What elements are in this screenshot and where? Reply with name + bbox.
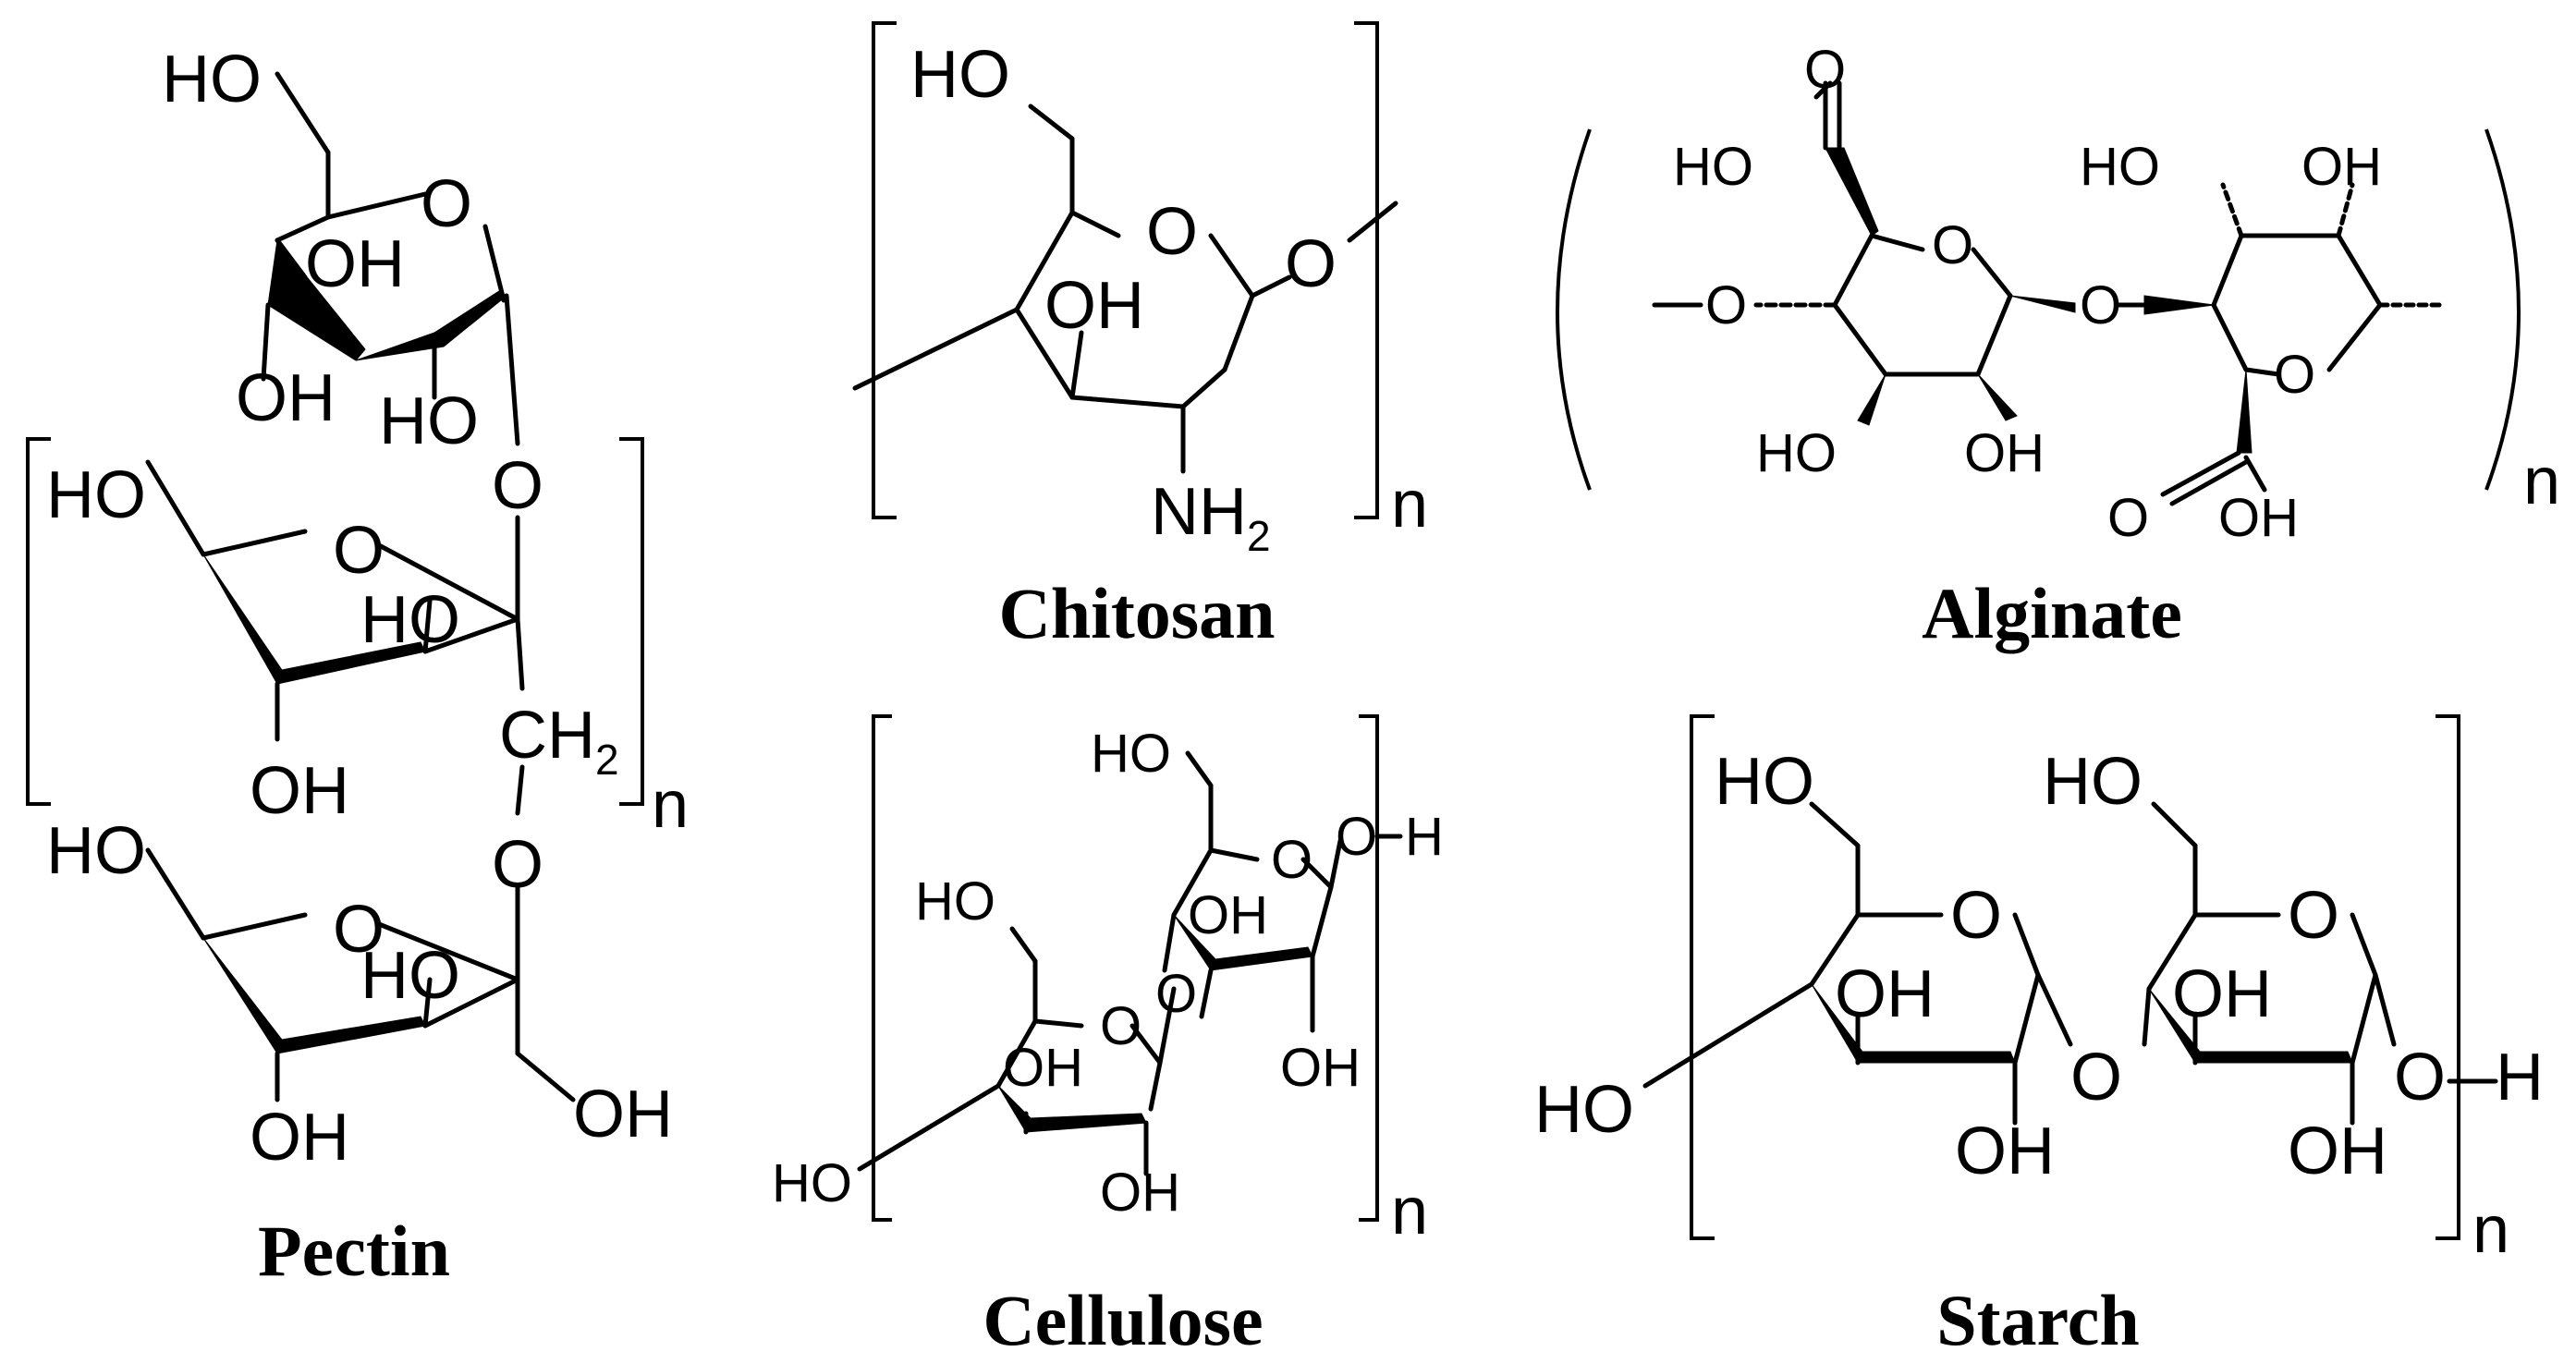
starch-terminal-o-label: O: [2394, 1041, 2446, 1114]
pectin-link-o1-label: O: [492, 449, 543, 523]
chitosan-ring-o-label: O: [1146, 195, 1198, 269]
chitosan-structure: HO O O OH NH2 n Chitosan: [852, 21, 1428, 653]
starch-structure: HO HO O O OH OH O O H HO OH OH n Starch: [1534, 714, 2544, 1360]
alginate-ring-o1-label: O: [1932, 215, 1973, 275]
pectin-top-ho-label: HO: [162, 43, 262, 116]
pectin-caption: Pectin: [258, 1211, 450, 1291]
starch-oh2-label: OH: [2172, 957, 2272, 1031]
pectin-structure: HO O OH OH HO O HO O HO CH2 OH n O HO O …: [26, 43, 689, 1291]
pectin-bot-ring-o-label: O: [333, 893, 385, 967]
pectin-top-ring-o-label: O: [421, 167, 472, 241]
chitosan-repeat-n: n: [1391, 468, 1428, 542]
alginate-oh-top-label: OH: [2301, 137, 2382, 197]
pectin-top-ho-label-2: HO: [379, 384, 479, 458]
cellulose-link-o-label: O: [1155, 964, 1197, 1024]
starch-oh1-label: OH: [1835, 957, 1935, 1031]
alginate-structure: HO O O O O HO OH O HO OH O OH n Alginate: [1556, 40, 2560, 653]
pectin-bot-oh2-label: OH: [573, 1078, 673, 1151]
starch-ho1-label: HO: [1715, 745, 1814, 819]
pectin-bot-ho-label-2: HO: [360, 939, 460, 1013]
cellulose-terminal-h-label: H: [1405, 807, 1444, 867]
alginate-oh3-label: OH: [2218, 488, 2299, 548]
alginate-ho2-label: HO: [2080, 137, 2160, 197]
starch-oh3-label: OH: [1955, 1114, 2055, 1188]
pectin-mid-ring-o-label: O: [333, 514, 385, 588]
cellulose-oh2-label: OH: [1280, 1038, 1361, 1098]
cellulose-oh3-label: OH: [1003, 1038, 1083, 1098]
pectin-mid-ho-label-2: HO: [360, 583, 460, 657]
starch-oh4-label: OH: [2288, 1114, 2387, 1188]
cellulose-ring-o2-label: O: [1100, 996, 1141, 1056]
alginate-caption: Alginate: [1922, 573, 2182, 653]
alginate-ho-label: HO: [1673, 137, 1753, 197]
starch-ring-o2-label: O: [2288, 879, 2339, 953]
alginate-o-carbonyl2-label: O: [2107, 488, 2149, 548]
chitosan-ho-label: HO: [910, 38, 1010, 112]
alginate-ring-o2-label: O: [2274, 345, 2315, 405]
cellulose-ring-o1-label: O: [1271, 830, 1312, 890]
pectin-mid-ho-label: HO: [46, 458, 146, 532]
starch-ho3-label: HO: [1534, 1073, 1634, 1147]
alginate-link-o-left-label: O: [1705, 275, 1747, 335]
alginate-o-carbonyl-label: O: [1804, 40, 1846, 100]
cellulose-ho2-label: HO: [915, 871, 995, 932]
chitosan-oh-label: OH: [1044, 269, 1144, 343]
pectin-link-o2-label: O: [492, 828, 543, 902]
alginate-glycosidic-o-label: O: [2080, 275, 2121, 335]
cellulose-repeat-n: n: [1391, 1175, 1428, 1248]
starch-terminal-h-label: H: [2496, 1041, 2544, 1114]
cellulose-ho1-label: HO: [1091, 724, 1171, 784]
chitosan-link-o-label: O: [1285, 227, 1337, 301]
cellulose-o-h-label: O: [1336, 807, 1377, 867]
pectin-top-oh1-label: OH: [305, 227, 405, 301]
pectin-repeat-n: n: [652, 768, 689, 842]
pectin-ch2-label: CH2: [499, 699, 619, 784]
starch-ho2-label: HO: [2043, 745, 2143, 819]
cellulose-ho3-label: HO: [772, 1153, 852, 1213]
cellulose-structure: HO O O H OH HO O OH O OH HO OH n Cellulo…: [772, 714, 1444, 1360]
alginate-repeat-n: n: [2523, 445, 2560, 518]
pectin-mid-oh-label: OH: [250, 754, 349, 828]
cellulose-oh1-label: OH: [1188, 885, 1268, 945]
cellulose-oh4-label: OH: [1100, 1163, 1180, 1223]
starch-ring-o1-label: O: [1950, 879, 2002, 953]
cellulose-caption: Cellulose: [983, 1280, 1263, 1360]
starch-repeat-n: n: [2472, 1193, 2509, 1267]
chitosan-nh2-label: NH2: [1151, 475, 1271, 560]
starch-link-o-label: O: [2070, 1041, 2122, 1114]
pectin-bot-ho-label: HO: [46, 814, 146, 888]
starch-caption: Starch: [1936, 1280, 2140, 1360]
alginate-ho3-label: HO: [1756, 423, 1837, 483]
pectin-bot-oh-label: OH: [250, 1101, 349, 1175]
alginate-oh2-label: OH: [1964, 423, 2045, 483]
pectin-top-oh2-label: OH: [236, 361, 336, 435]
chitosan-caption: Chitosan: [998, 573, 1275, 653]
